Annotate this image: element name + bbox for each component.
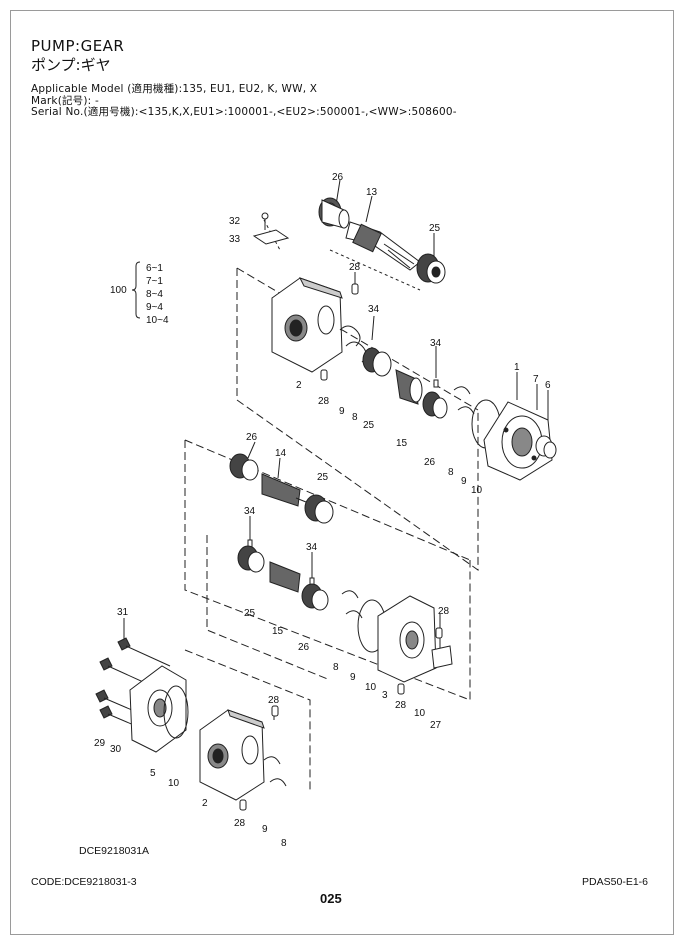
- callout: 28: [395, 700, 407, 711]
- group-label: 100: [110, 285, 127, 296]
- callout: 34: [368, 304, 380, 315]
- group-items: 6~1 7~1 8~4 9~4 10~4: [146, 263, 169, 326]
- pin-34-upper: [433, 379, 439, 388]
- group-item: 6~1: [146, 263, 163, 274]
- callout: 8: [333, 662, 339, 673]
- callout: 28: [234, 818, 246, 829]
- page-subtitle: ポンプ:ギヤ: [31, 56, 111, 74]
- driven-gear-15-lower: [269, 561, 301, 593]
- callout: 15: [272, 626, 284, 637]
- diagram-code: DCE9218031A: [79, 845, 150, 857]
- callout: 5: [150, 768, 156, 779]
- callout: 26: [424, 457, 436, 468]
- callout-labels: 26 13 32 33 25 28 34 34 1 7 6 2 28 9 8 2…: [94, 172, 551, 849]
- callout: 8: [281, 838, 287, 849]
- mark: Mark(記号): -: [31, 95, 99, 107]
- callout: 10: [168, 778, 180, 789]
- pin-28-mid: [435, 627, 443, 639]
- bushing-25-top: [416, 253, 446, 284]
- upper-assembly-dashed-outline: [236, 268, 479, 571]
- callout: 2: [202, 798, 208, 809]
- callout: 25: [317, 472, 329, 483]
- group-item: 7~1: [146, 276, 163, 287]
- callout: 25: [363, 420, 375, 431]
- callout: 25: [429, 223, 441, 234]
- callout: 30: [110, 744, 122, 755]
- bushing-25-upper: [362, 347, 392, 377]
- pin-28-lower-b: [239, 799, 247, 811]
- callout: 9: [461, 476, 467, 487]
- group-bracket: [131, 261, 141, 319]
- callout: 28: [268, 695, 280, 706]
- callout: 27: [430, 720, 442, 731]
- callout: 6: [545, 380, 551, 391]
- callout: 8: [352, 412, 358, 423]
- callout: 13: [366, 187, 378, 198]
- drive-gear-13: [345, 221, 421, 271]
- callout: 32: [229, 216, 241, 227]
- callout: 9: [339, 406, 345, 417]
- footer-ref: PDAS50-E1-6: [582, 876, 648, 888]
- callout: 1: [514, 362, 520, 373]
- callout: 26: [246, 432, 258, 443]
- pin-28-b: [320, 369, 328, 381]
- o-ring-10-lower: [163, 685, 189, 739]
- page-title: PUMP:GEAR: [31, 37, 125, 55]
- callout: 34: [244, 506, 256, 517]
- pin-28-mid-b: [397, 683, 405, 695]
- lower-assembly-dashed-outline: [184, 649, 311, 790]
- callout: 10: [471, 485, 483, 496]
- bushing-26-lower: [301, 583, 329, 611]
- pin-28-a: [351, 283, 359, 295]
- callout: 8: [448, 467, 454, 478]
- callout: 3: [382, 690, 388, 701]
- driven-gear-15-upper: [395, 369, 423, 405]
- housing-2-upper: [271, 277, 343, 373]
- seal-9-upper: [339, 325, 361, 347]
- footer-code: CODE:DCE9218031-3: [31, 876, 137, 888]
- callout: 10: [414, 708, 426, 719]
- callout: 9: [350, 672, 356, 683]
- callout: 26: [298, 642, 310, 653]
- callout: 28: [349, 262, 361, 273]
- bushing-26-upper: [422, 391, 448, 419]
- bushing-25-lower: [237, 545, 265, 573]
- bushing-25-middle: [304, 494, 334, 524]
- group-item: 8~4: [146, 289, 163, 300]
- bushing-26-middle: [229, 453, 259, 481]
- coupling-27: [431, 645, 453, 669]
- bushing-26-top: [318, 197, 350, 229]
- callout: 34: [430, 338, 442, 349]
- callout: 7: [533, 374, 539, 385]
- page-number: 025: [320, 891, 342, 906]
- callout: 34: [306, 542, 318, 553]
- applicable-model: Applicable Model (適用機種):135, EU1, EU2, K…: [31, 83, 318, 95]
- housing-3: [377, 595, 437, 683]
- callout: 31: [117, 607, 129, 618]
- callout: 33: [229, 234, 241, 245]
- group-item: 10~4: [146, 315, 169, 326]
- group-item: 9~4: [146, 302, 163, 313]
- snap-ring-6: [543, 441, 557, 459]
- cover-1: [483, 401, 553, 481]
- callout: 9: [262, 824, 268, 835]
- callout: 29: [94, 738, 106, 749]
- plate-33: [252, 229, 290, 245]
- housing-2-lower: [199, 709, 265, 801]
- end-cover-5: [129, 665, 187, 753]
- page-frame: [10, 10, 674, 935]
- callout: 14: [275, 448, 287, 459]
- callout: 26: [332, 172, 344, 183]
- callout: 25: [244, 608, 256, 619]
- callout: 28: [438, 606, 450, 617]
- callout: 15: [396, 438, 408, 449]
- callout: 2: [296, 380, 302, 391]
- callout: 28: [318, 396, 330, 407]
- callout: 10: [365, 682, 377, 693]
- bolt-32: [261, 212, 269, 230]
- serial-number: Serial No.(適用号機):<135,K,X,EU1>:100001-,<…: [31, 106, 457, 118]
- pin-28-lower-a: [271, 705, 279, 717]
- middle-assembly-dashed-outline: [184, 440, 471, 701]
